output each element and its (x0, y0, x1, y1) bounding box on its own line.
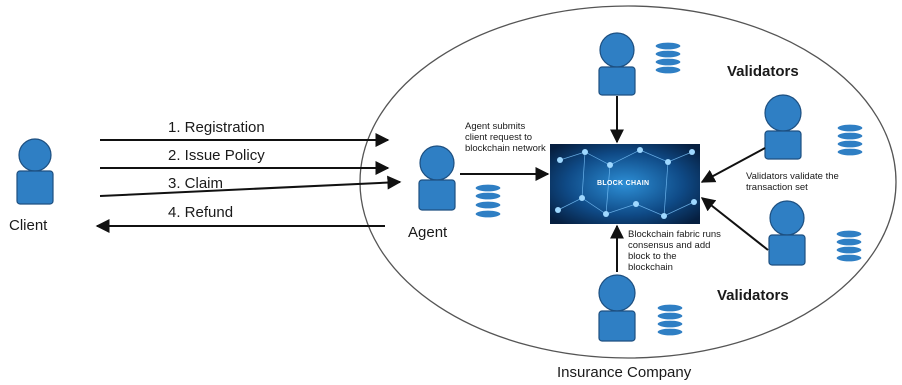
validator-right-upper-person-icon (764, 94, 802, 160)
agent-note: Agent submits client request to blockcha… (465, 121, 546, 154)
flow-label-issue-policy: 2. Issue Policy (168, 147, 265, 164)
arrow-right-upper-validator-to-blockchain (700, 147, 766, 183)
validator-top-person-icon (598, 32, 636, 96)
fabric-note: Blockchain fabric runs consensus and add… (628, 229, 721, 273)
insurance-company-label: Insurance Company (557, 364, 692, 381)
validator-right-upper-database-icon (836, 123, 864, 157)
blockchain-label: BLOCK CHAIN (597, 180, 650, 187)
validators-bottom-label: Validators (717, 287, 789, 304)
validators-right-note: Validators validate the transaction set (746, 171, 839, 193)
agent-database-icon (474, 183, 502, 219)
client-person-icon (16, 138, 54, 205)
validators-top-label: Validators (727, 63, 799, 80)
flow-label-refund: 4. Refund (168, 204, 234, 221)
validator-right-lower-person-icon (768, 200, 806, 266)
agent-label: Agent (408, 224, 448, 241)
client-label: Client (9, 217, 48, 234)
arrow-claim (99, 175, 402, 197)
validator-right-lower-database-icon (835, 229, 863, 263)
validator-bottom-database-icon (656, 303, 684, 337)
agent-person-icon (418, 145, 456, 211)
flow-label-claim: 3. Claim (168, 175, 224, 192)
flow-label-registration: 1. Registration (168, 119, 265, 136)
blockchain-network-image (550, 144, 700, 224)
validator-bottom-person-icon (598, 274, 636, 342)
arrow-right-lower-validator-to-blockchain (700, 197, 769, 251)
insurance-company-boundary (359, 5, 897, 359)
validator-top-database-icon (654, 41, 682, 75)
